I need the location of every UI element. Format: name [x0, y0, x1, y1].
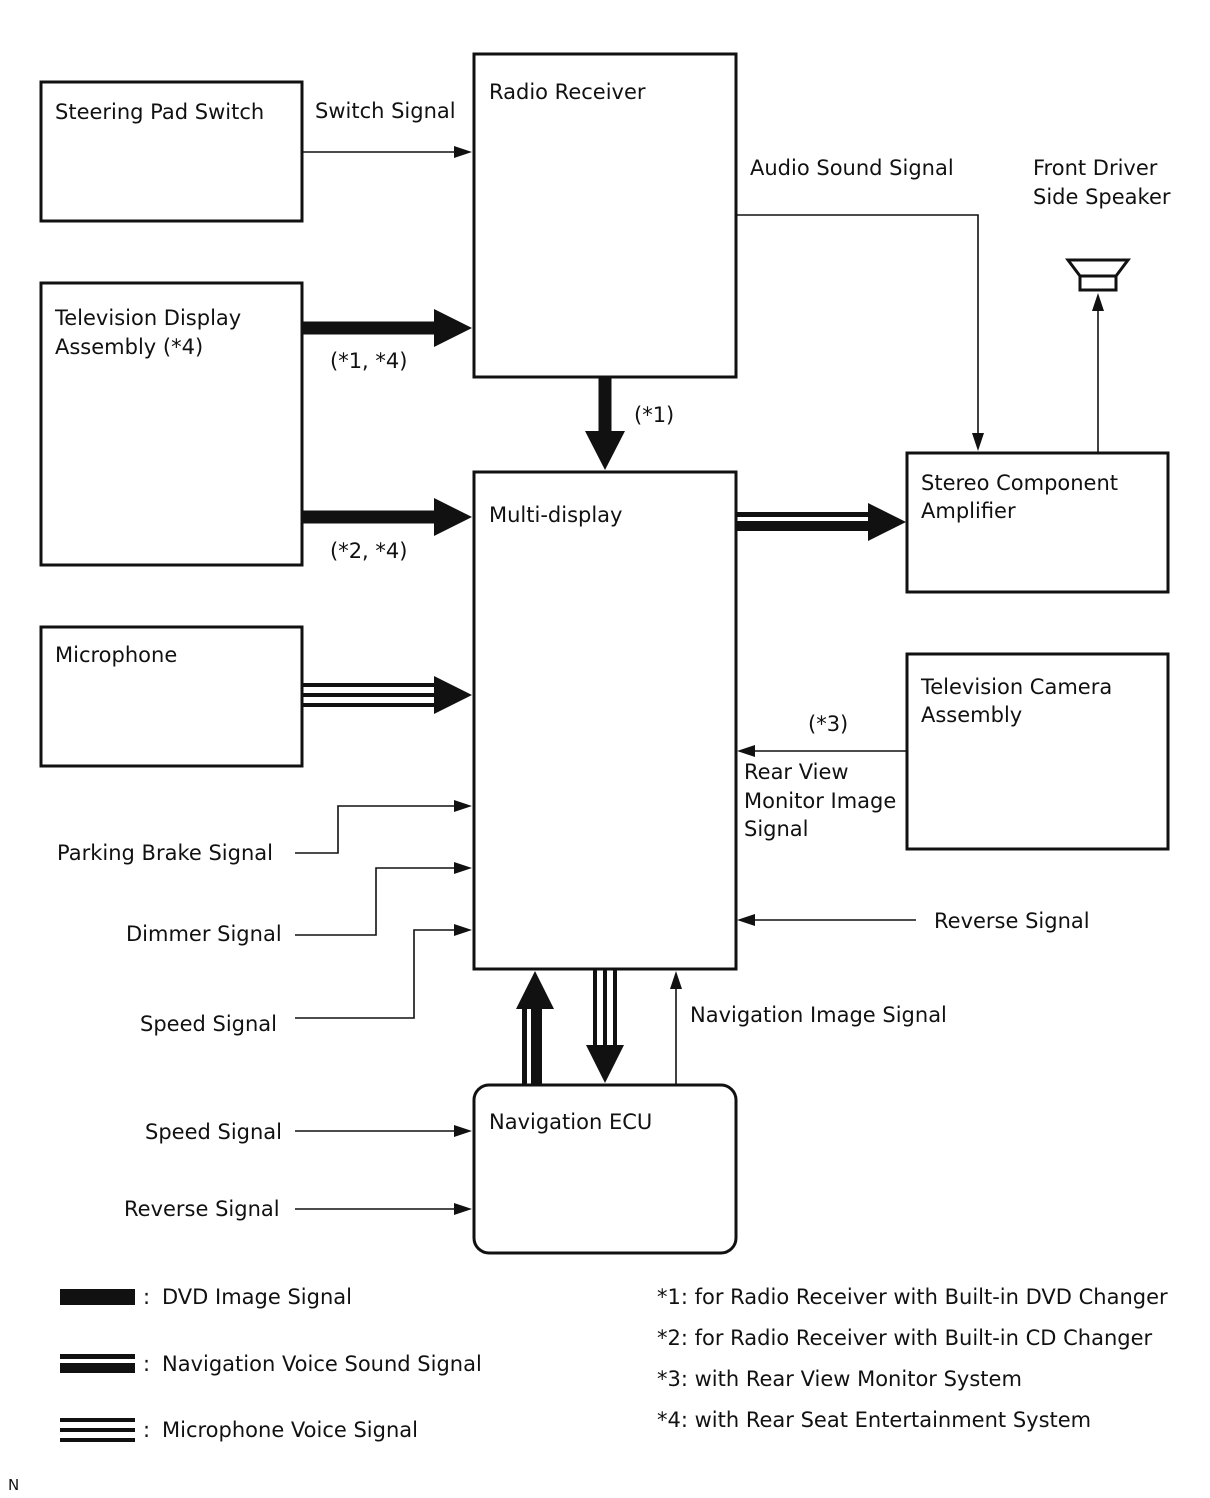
note-2-4-label: (*2, *4): [330, 539, 407, 563]
footnotes: *1: for Radio Receiver with Built-in DVD…: [657, 1285, 1168, 1432]
legend-label-navigation-voice: Navigation Voice Sound Signal: [162, 1352, 482, 1376]
speaker-icon: [1065, 258, 1131, 292]
speaker-label-line1: Front Driver: [1033, 156, 1158, 180]
radio-receiver-box: [472, 52, 738, 379]
reverse-signal-label-multi: Reverse Signal: [934, 909, 1090, 933]
microphone-voice-signal-arrow-down: [586, 969, 624, 1083]
television-camera-assembly-box: [905, 652, 1170, 851]
reverse-signal-label-nav: Reverse Signal: [124, 1197, 280, 1221]
reverse-signal-arrow-nav: [295, 1203, 472, 1215]
television-display-assembly-box: [39, 281, 304, 567]
steering-pad-switch-label: Steering Pad Switch: [55, 100, 264, 124]
stereo-amplifier-label-line1: Stereo Component: [921, 471, 1118, 495]
corner-mark: N: [8, 1476, 19, 1494]
legend-separator-1: :: [143, 1285, 150, 1309]
dvd-image-signal-arrow-tv-to-radio: [302, 309, 472, 347]
television-camera-label-line2: Assembly: [921, 703, 1022, 727]
speed-signal-arrow-multi: [295, 924, 472, 1019]
audio-sound-signal-label: Audio Sound Signal: [750, 156, 954, 180]
speed-signal-arrow-nav: [295, 1125, 472, 1137]
legend-separator-2: :: [143, 1352, 150, 1376]
switch-signal-arrow: [302, 146, 472, 158]
stereo-amplifier-label-line2: Amplifier: [921, 499, 1016, 523]
steering-pad-switch-box: [39, 80, 304, 223]
audio-sound-signal-arrow: [736, 214, 984, 451]
footnote-3: *3: with Rear View Monitor System: [657, 1367, 1022, 1391]
dvd-image-signal-arrow-tv-to-multi: [302, 498, 472, 536]
rear-view-label-line2: Monitor Image: [744, 789, 896, 813]
note-3-label: (*3): [808, 712, 848, 736]
navigation-voice-sound-signal-arrow-to-amplifier: [736, 503, 906, 541]
rear-view-monitor-image-signal-arrow: [737, 745, 907, 757]
note-1-4-label-upper: (*1, *4): [330, 349, 407, 373]
microphone-voice-signal-arrow: [302, 676, 472, 714]
navigation-voice-sound-signal-arrow-up: [516, 971, 554, 1084]
multi-display-label: Multi-display: [489, 503, 622, 527]
television-display-label-line1: Television Display: [54, 306, 241, 330]
stereo-component-amplifier-box: [905, 451, 1170, 594]
multi-display-box: [472, 470, 738, 971]
legend-label-microphone-voice: Microphone Voice Signal: [162, 1418, 418, 1442]
rear-view-label-line1: Rear View: [744, 760, 849, 784]
legend-separator-3: :: [143, 1418, 150, 1442]
legend-swatch-microphone-voice: [60, 1418, 135, 1442]
speed-signal-label-nav: Speed Signal: [145, 1120, 282, 1144]
switch-signal-label: Switch Signal: [315, 99, 456, 123]
rear-view-label-line3: Signal: [744, 817, 809, 841]
dimmer-signal-label: Dimmer Signal: [126, 922, 282, 946]
navigation-image-signal-arrow: [670, 971, 682, 1085]
legend-label-dvd: DVD Image Signal: [162, 1285, 352, 1309]
parking-brake-signal-arrow: [295, 800, 472, 854]
speaker-label-line2: Side Speaker: [1033, 185, 1171, 209]
television-display-label-line2: Assembly (*4): [55, 335, 203, 359]
note-1-label: (*1): [634, 403, 674, 427]
parking-brake-signal-label: Parking Brake Signal: [57, 841, 273, 865]
dvd-image-signal-arrow-radio-to-multi: [585, 377, 625, 470]
dimmer-signal-arrow: [295, 862, 472, 936]
microphone-label: Microphone: [55, 643, 177, 667]
footnote-4: *4: with Rear Seat Entertainment System: [657, 1408, 1091, 1432]
speed-signal-label-multi: Speed Signal: [140, 1012, 277, 1036]
footnote-1: *1: for Radio Receiver with Built-in DVD…: [657, 1285, 1168, 1309]
television-camera-label-line1: Television Camera: [920, 675, 1112, 699]
footnote-2: *2: for Radio Receiver with Built-in CD …: [657, 1326, 1153, 1350]
reverse-signal-arrow-multi: [737, 914, 916, 926]
navigation-ecu-label: Navigation ECU: [489, 1110, 652, 1134]
navigation-image-signal-label: Navigation Image Signal: [690, 1003, 947, 1027]
radio-receiver-label: Radio Receiver: [489, 80, 646, 104]
legend-swatch-dvd: [60, 1289, 135, 1305]
legend-swatch-navigation-voice: [60, 1354, 135, 1373]
amplifier-to-speaker-arrow: [1092, 293, 1104, 453]
legend: : DVD Image Signal : Navigation Voice So…: [60, 1285, 482, 1442]
navigation-ecu-box: [472, 1083, 738, 1255]
